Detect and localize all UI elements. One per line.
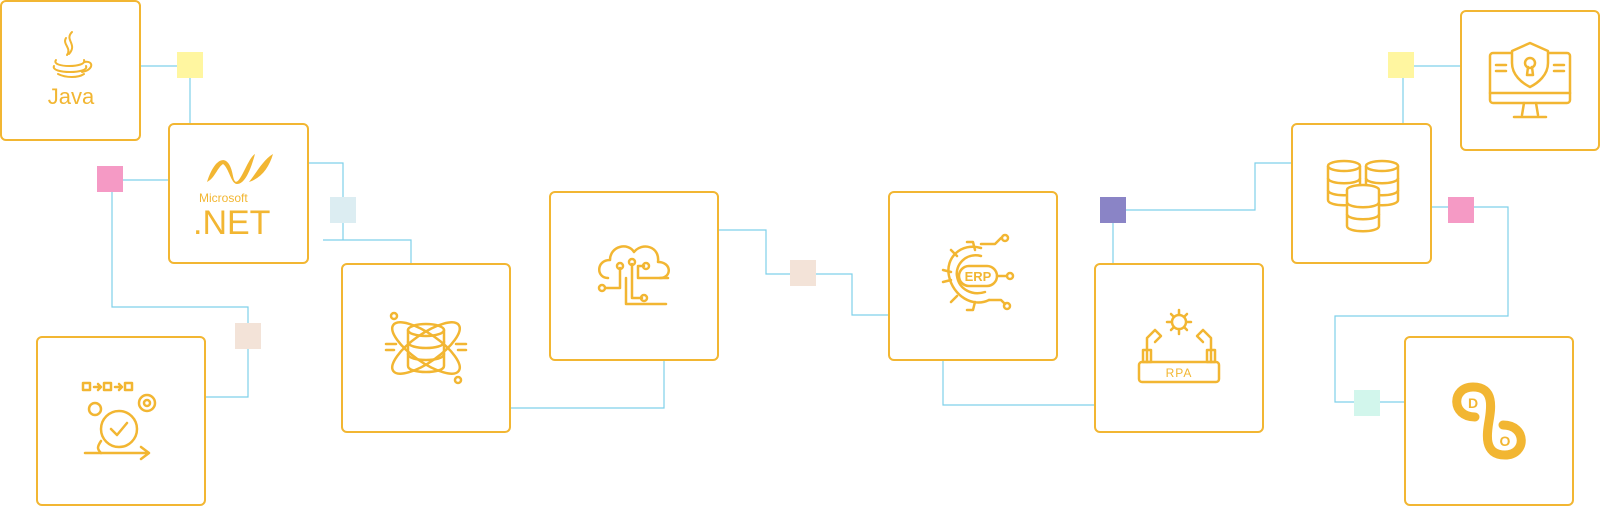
marker-purple-rpa <box>1100 197 1126 223</box>
microsoft-dotnet-logo: Microsoft .NET <box>193 153 273 242</box>
devops-label-o: O <box>1500 433 1511 449</box>
dotnet-label: .NET <box>193 204 270 242</box>
marker-peach-agile <box>235 323 261 349</box>
database-tile[interactable] <box>1291 123 1432 264</box>
java-tile[interactable]: Java <box>0 0 141 141</box>
connector-rpa-database <box>1112 162 1291 263</box>
connector-datascience-cloud <box>511 357 665 409</box>
rpa-tile[interactable]: RPA <box>1094 263 1264 433</box>
java-label: Java <box>47 84 94 109</box>
agile-tile[interactable] <box>36 336 206 506</box>
dotnet-tile[interactable]: Microsoft .NET <box>168 123 309 264</box>
marker-pink-database <box>1448 197 1474 223</box>
cloud-tile[interactable] <box>549 191 719 361</box>
connector-dotnet-datascience <box>304 162 412 265</box>
security-tile[interactable] <box>1460 10 1600 151</box>
marker-blue-dotnet <box>330 197 356 223</box>
cloud-circuit-icon <box>597 245 670 306</box>
marker-mint-devops <box>1354 390 1380 416</box>
marker-yellow-security <box>1388 52 1414 78</box>
connector-database-devops <box>1334 206 1509 403</box>
marker-yellow-java <box>177 52 203 78</box>
devops-infinity-icon: D O <box>1452 382 1526 460</box>
marker-peach-cloud <box>790 260 816 286</box>
erp-label: ERP <box>965 269 992 284</box>
security-monitor-icon <box>1488 41 1572 118</box>
erp-gear-icon: ERP <box>941 233 1015 312</box>
rpa-label: RPA <box>1166 366 1193 380</box>
agile-process-icon <box>81 381 157 461</box>
database-orbit-icon <box>384 311 468 385</box>
database-stack-icon <box>1326 159 1399 232</box>
rpa-robot-icon: RPA <box>1137 308 1221 384</box>
java-icon: Java <box>47 30 94 109</box>
microsoft-brand-text: Microsoft <box>199 191 248 205</box>
connector-erp-rpa <box>942 358 1094 406</box>
erp-tile[interactable]: ERP <box>888 191 1058 361</box>
devops-label-d: D <box>1468 395 1478 411</box>
data-science-tile[interactable] <box>341 263 511 433</box>
marker-pink-dotnet <box>97 166 123 192</box>
devops-tile[interactable]: D O <box>1404 336 1574 506</box>
